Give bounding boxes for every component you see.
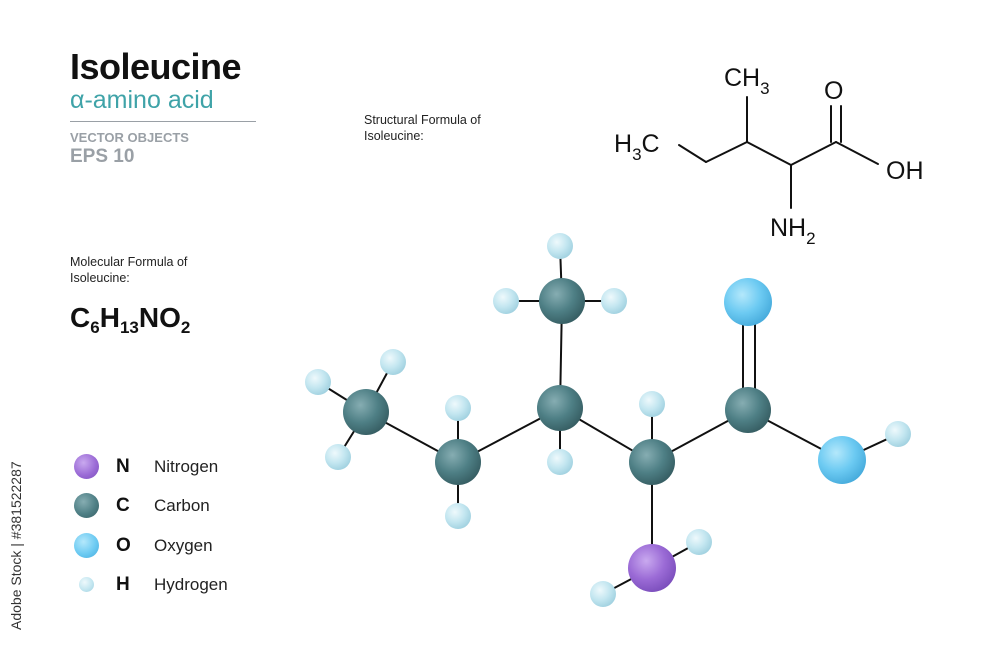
- hydrogen-atom: [493, 288, 519, 314]
- tag-eps: EPS 10: [70, 146, 135, 167]
- legend-symbol: O: [116, 535, 131, 556]
- nitrogen-swatch-icon: [74, 454, 99, 479]
- ball-and-stick-model: [305, 233, 911, 607]
- carbon-atom: [343, 389, 389, 435]
- watermark-text: Adobe Stock | #381522287: [8, 461, 24, 630]
- legend-label: Oxygen: [154, 536, 213, 555]
- structural-formula-diagram: CH3 H3C O OH NH2: [614, 64, 924, 248]
- page-title: Isoleucine: [70, 46, 242, 87]
- formula-h-count: 13: [119, 318, 139, 337]
- bond-ethyl-1: [678, 144, 707, 163]
- formula-h: H: [99, 302, 120, 333]
- hydrogen-atom: [445, 395, 471, 421]
- formula-c-count: 6: [90, 318, 100, 337]
- formula-o-count: 2: [180, 318, 191, 337]
- molecular-caption-line2: Isoleucine:: [70, 271, 130, 285]
- carbon-atom: [539, 278, 585, 324]
- hydrogen-atom: [601, 288, 627, 314]
- formula-c: C: [70, 302, 91, 333]
- hydrogen-atom: [590, 581, 616, 607]
- hydrogen-atom: [639, 391, 665, 417]
- bond-carboxyl: [790, 141, 837, 166]
- structural-formula-caption: Structural Formula of Isoleucine:: [364, 112, 481, 144]
- tag-vector-objects: VECTOR OBJECTS: [70, 130, 189, 145]
- divider: [70, 121, 256, 122]
- hydrogen-atom: [885, 421, 911, 447]
- label-o: O: [824, 77, 843, 105]
- bond-chain: [746, 141, 792, 166]
- hydrogen-atom: [547, 233, 573, 259]
- oxygen-atom: [818, 436, 866, 484]
- oxygen-swatch-icon: [74, 533, 99, 558]
- molecular-caption-line1: Molecular Formula of: [70, 255, 188, 269]
- formula-no: NO: [138, 302, 181, 333]
- legend-symbol: N: [116, 456, 130, 477]
- molecular-formula-caption: Molecular Formula of Isoleucine:: [70, 254, 187, 286]
- hydrogen-swatch-icon: [79, 577, 94, 592]
- carbon-atom: [725, 387, 771, 433]
- label-nh2: NH2: [770, 214, 816, 248]
- carbon-atom: [435, 439, 481, 485]
- label-h3c: H3C: [614, 130, 660, 164]
- legend-symbol: C: [116, 495, 130, 516]
- legend-symbol: H: [116, 574, 130, 595]
- carbon-atom: [629, 439, 675, 485]
- label-oh: OH: [886, 157, 924, 185]
- legend-label: Nitrogen: [154, 457, 219, 476]
- nitrogen-atom: [628, 544, 676, 592]
- molecular-formula: C6H13NO2: [70, 302, 190, 338]
- hydrogen-atom: [305, 369, 331, 395]
- carbon-atom: [537, 385, 583, 431]
- bond-hydroxyl: [835, 141, 879, 165]
- hydrogen-atom: [445, 503, 471, 529]
- structural-caption-line1: Structural Formula of: [364, 113, 481, 127]
- label-ch3: CH3: [724, 64, 770, 98]
- structural-caption-line2: Isoleucine:: [364, 129, 424, 143]
- legend-label: Hydrogen: [154, 575, 228, 594]
- hydrogen-atom: [380, 349, 406, 375]
- bond-ethyl-2: [705, 141, 748, 163]
- hydrogen-atom: [325, 444, 351, 470]
- page-subtitle: α-amino acid: [70, 86, 214, 114]
- hydrogen-atom: [547, 449, 573, 475]
- oxygen-atom: [724, 278, 772, 326]
- legend-label: Carbon: [154, 496, 210, 515]
- hydrogen-atom: [686, 529, 712, 555]
- carbon-swatch-icon: [74, 493, 99, 518]
